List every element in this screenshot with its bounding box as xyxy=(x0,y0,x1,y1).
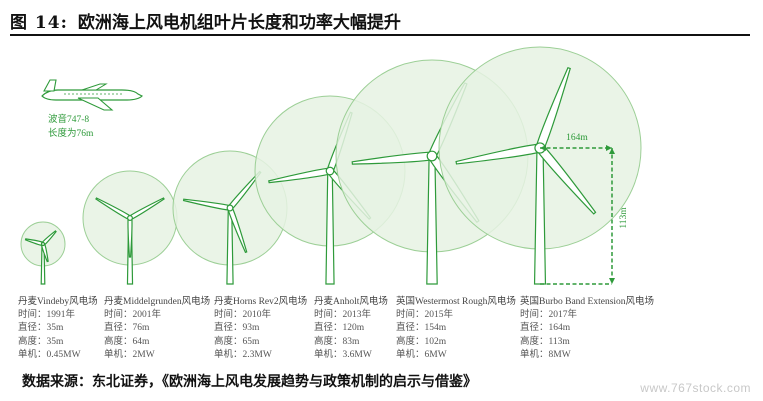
spec-diameter: 直径：93m xyxy=(214,323,260,334)
spec-power: 单机：2MW xyxy=(104,349,155,360)
spec-name: 丹麦Vindeby风电场 xyxy=(18,297,98,307)
figure-title: 欧洲海上风电机组叶片长度和功率大幅提升 xyxy=(77,12,401,33)
spec-diameter: 直径：76m xyxy=(104,323,150,334)
spec-height: 高度：35m xyxy=(18,336,64,347)
spec-name: 丹麦Anholt风电场 xyxy=(314,297,388,307)
spec-diameter: 直径：154m xyxy=(396,323,447,334)
spec-height: 高度：83m xyxy=(314,336,360,347)
turbine-blade xyxy=(268,167,332,184)
turbine-blade xyxy=(536,144,597,215)
figure-label: 图 14: xyxy=(10,12,68,33)
spec-height: 高度：102m xyxy=(396,336,447,347)
watermark: www.767stock.com xyxy=(640,381,751,395)
turbine-blade xyxy=(40,242,49,263)
spec-power: 单机：3.6MW xyxy=(314,349,372,360)
turbine-spec-2: 丹麦Middelgrunden风电场时间：2001年直径：76m 高度：64m 单机… xyxy=(104,296,210,362)
turbine-1 xyxy=(20,221,66,285)
spec-power: 单机：2.3MW xyxy=(214,349,272,360)
turbine-blade xyxy=(41,230,57,246)
turbine-blade xyxy=(127,217,133,258)
spec-power: 单机：8MW xyxy=(520,349,571,360)
spec-name: 英国Westermost Rough风电场 xyxy=(396,297,516,307)
spec-height: 高度：64m xyxy=(104,336,150,347)
turbine-hub xyxy=(40,241,46,247)
spec-time: 时间：2017年 xyxy=(520,310,578,321)
turbine-blade xyxy=(227,206,248,254)
turbine-blade xyxy=(95,197,132,221)
turbines-group xyxy=(20,46,642,285)
turbine-tower xyxy=(533,147,547,285)
turbine-blade xyxy=(455,143,542,165)
turbine-spec-6: 英国Burbo Band Extension风电场时间：2017年直径：164m… xyxy=(520,296,654,362)
airplane-icon xyxy=(41,79,144,111)
turbine-blade xyxy=(535,66,571,151)
airplane-length-label: 长度为76m xyxy=(48,127,94,139)
spec-power: 单机：6MW xyxy=(396,349,447,360)
spec-name: 丹麦Horns Rev2风电场 xyxy=(214,297,308,307)
turbine-spec-4: 丹麦Anholt风电场时间：2013年直径：120m 高度：83m 单机：3.6MW xyxy=(314,296,388,362)
spec-height: 高度：65m xyxy=(214,336,260,347)
rotor-dimension-label: 164m xyxy=(566,133,588,143)
turbine-spec-5: 英国Westermost Rough风电场时间：2015年直径：154m 高度：1… xyxy=(396,296,516,362)
turbine-6 xyxy=(438,46,642,285)
spec-time: 时间：2010年 xyxy=(214,310,272,321)
turbine-tower xyxy=(426,155,438,285)
spec-diameter: 直径：164m xyxy=(520,323,571,334)
spec-time: 时间：2015年 xyxy=(396,310,454,321)
spec-name: 英国Burbo Band Extension风电场 xyxy=(520,297,655,307)
spec-name: 丹麦Middelgrunden风电场 xyxy=(104,297,211,307)
hub-dimension-label: 113m xyxy=(619,207,629,229)
turbine-spec-1: 丹麦Vindeby风电场时间：1991年直径：35m 高度：35m 单机：0.45M… xyxy=(18,296,98,362)
turbine-blade xyxy=(128,197,165,221)
source-note: 数据来源：东北证券，《欧洲海上风电发展趋势与政策机制的启示与借鉴》 xyxy=(22,374,477,390)
spec-height: 高度：113m xyxy=(520,336,570,347)
turbine-tower xyxy=(325,170,335,285)
turbine-spec-3: 丹麦Horns Rev2风电场时间：2010年直径：93m 高度：65m 单机：2.… xyxy=(214,296,307,362)
turbine-hub xyxy=(127,215,133,221)
airplane-name-label: 波音747-8 xyxy=(48,113,89,125)
spec-time: 时间：2013年 xyxy=(314,310,372,321)
spec-diameter: 直径：120m xyxy=(314,323,365,334)
spec-power: 单机：0.45MW xyxy=(18,349,81,360)
figure-title-bar: 图 14: 欧洲海上风电机组叶片长度和功率大幅提升 xyxy=(10,6,750,36)
turbine-blade xyxy=(351,151,433,165)
turbine-blade xyxy=(24,238,45,247)
turbine-blade xyxy=(182,198,232,211)
spec-diameter: 直径：35m xyxy=(18,323,64,334)
turbine-hub xyxy=(426,150,438,162)
spec-time: 时间：1991年 xyxy=(18,310,76,321)
turbine-2 xyxy=(82,170,178,285)
turbine-hub xyxy=(226,204,234,212)
spec-time: 时间：2001年 xyxy=(104,310,162,321)
turbine-hub xyxy=(325,166,335,176)
